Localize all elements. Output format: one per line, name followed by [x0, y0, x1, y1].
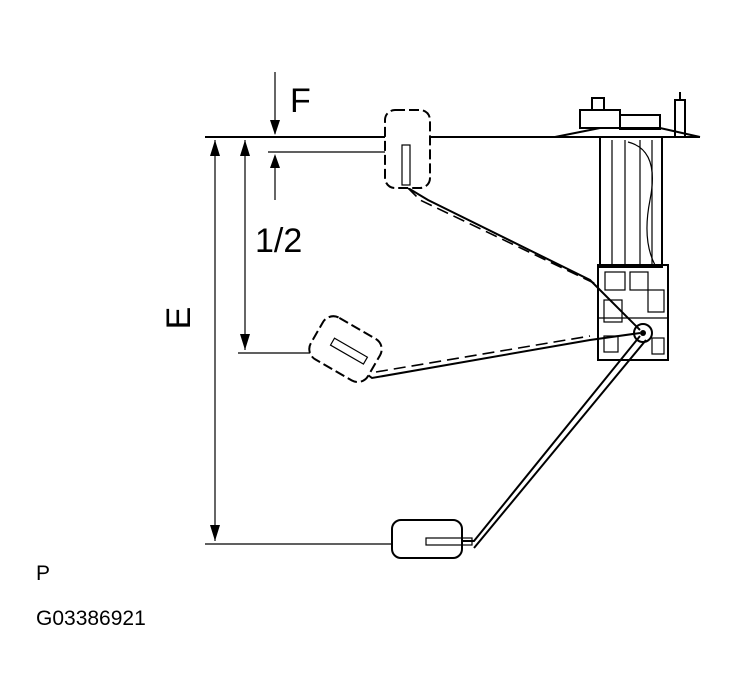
empty-label: E [160, 307, 198, 330]
float-empty [391, 335, 647, 559]
float-half [308, 315, 641, 384]
diagram-code: G03386921 [36, 607, 146, 630]
sender-unit [554, 92, 701, 361]
full-arrow [270, 72, 280, 200]
half-dimension-arrow [240, 140, 250, 350]
float-full [384, 109, 641, 331]
full-label: F [290, 82, 311, 120]
empty-dimension-arrow [210, 140, 220, 541]
half-label: 1/2 [255, 222, 302, 260]
figure-label: P [36, 562, 50, 585]
